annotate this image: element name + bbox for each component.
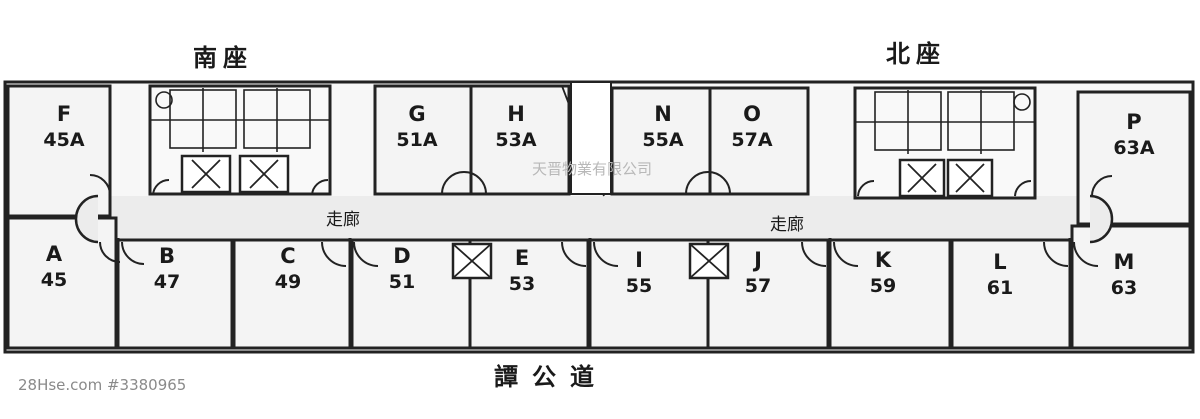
room-f — [6, 84, 112, 218]
door-swing — [1014, 179, 1032, 197]
street-label: 譚公道 — [494, 363, 608, 391]
corridor-east-end — [1089, 194, 1114, 244]
void-gap — [570, 81, 612, 195]
door-swing — [1073, 241, 1099, 267]
door-swing — [353, 241, 379, 267]
door-swing — [1091, 175, 1113, 197]
room-o — [708, 86, 810, 196]
fire-hydrant-icon — [1013, 93, 1031, 111]
north-wing-label: 北座 — [886, 40, 946, 68]
south-wing-label: 南座 — [193, 44, 253, 72]
door-swing — [121, 241, 145, 265]
agency-watermark: 天晋物業有限公司 — [532, 160, 653, 178]
room-g — [373, 84, 473, 196]
room-m — [1070, 224, 1192, 350]
fire-hydrant-icon — [155, 91, 173, 109]
corridor-label-south: 走廊 — [326, 210, 360, 230]
door-swing — [89, 174, 111, 196]
door-swing — [561, 241, 587, 267]
door-swing — [311, 178, 329, 196]
corridor-west-end — [74, 194, 99, 244]
door-swing — [1043, 241, 1069, 267]
door-swing — [685, 171, 731, 195]
door-swing — [857, 179, 875, 197]
room-b — [116, 238, 234, 350]
door-swing — [152, 178, 170, 196]
door-swing — [321, 241, 347, 267]
room-d — [350, 238, 472, 350]
room-i — [588, 238, 710, 350]
listing-id: 28Hse.com #3380965 — [18, 376, 187, 394]
door-swing — [441, 171, 487, 195]
corridor-label-north: 走廊 — [770, 215, 804, 235]
room-k — [828, 238, 952, 350]
corridor — [78, 196, 1112, 242]
door-swing — [593, 241, 619, 267]
door-swing — [801, 241, 827, 267]
door-swing — [833, 241, 859, 267]
room-a — [6, 216, 118, 350]
room-h — [469, 84, 571, 196]
room-c — [232, 238, 352, 350]
